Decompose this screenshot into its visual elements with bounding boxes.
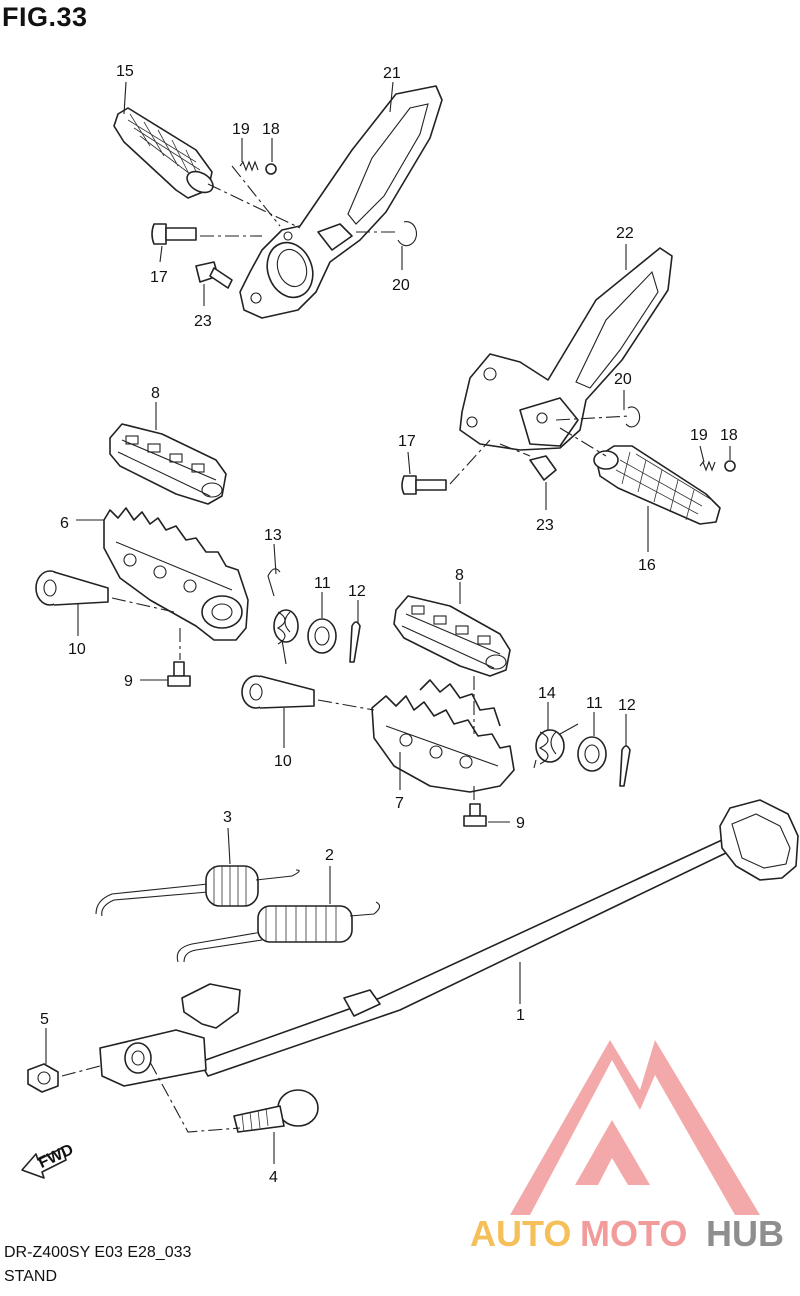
nut-5 bbox=[27, 1063, 59, 1093]
callout-labels: 15 21 19 18 17 23 20 22 20 19 18 17 23 1… bbox=[40, 63, 738, 1186]
callout-8: 8 bbox=[151, 385, 160, 402]
callout-22: 22 bbox=[616, 225, 634, 242]
cotter-pin-12-upper bbox=[349, 621, 361, 663]
pin-10-lower bbox=[241, 675, 315, 709]
side-stand-1 bbox=[99, 799, 799, 1087]
leader-lines bbox=[45, 81, 731, 1164]
footpeg-7 bbox=[371, 679, 515, 793]
watermark-part-auto: AUTO bbox=[470, 1213, 571, 1254]
callout-10: 10 bbox=[274, 753, 292, 770]
watermark-part-hub: HUB bbox=[706, 1213, 784, 1254]
callout-11: 11 bbox=[586, 695, 603, 712]
callout-14: 14 bbox=[538, 685, 556, 702]
callout-9: 9 bbox=[124, 673, 133, 690]
model-code: DR-Z400SY E03 E28_033 bbox=[4, 1244, 192, 1261]
bolt-4 bbox=[233, 1089, 319, 1133]
washer-11-upper bbox=[307, 618, 337, 654]
spring-3 bbox=[95, 865, 300, 917]
callout-18: 18 bbox=[720, 427, 738, 444]
pin-10-upper bbox=[35, 570, 109, 606]
callout-17: 17 bbox=[150, 269, 168, 286]
cotter-pin-12-lower bbox=[619, 745, 631, 787]
watermark-text: AUTO MOTO HUB bbox=[470, 1213, 784, 1254]
section-name: STAND bbox=[4, 1268, 58, 1285]
footpeg-pad-8-lower bbox=[393, 595, 511, 677]
callout-18: 18 bbox=[262, 121, 280, 138]
spring-13 bbox=[267, 568, 299, 665]
callout-23: 23 bbox=[194, 313, 212, 330]
callout-4: 4 bbox=[269, 1169, 278, 1186]
callout-13: 13 bbox=[264, 527, 282, 544]
callout-9: 9 bbox=[516, 815, 525, 832]
callout-10: 10 bbox=[68, 641, 86, 658]
callout-3: 3 bbox=[223, 809, 232, 826]
hardware-upper bbox=[151, 160, 736, 495]
callout-16: 16 bbox=[638, 557, 656, 574]
callout-12: 12 bbox=[348, 583, 366, 600]
fwd-arrow-icon: FWD bbox=[21, 1141, 76, 1179]
callout-12: 12 bbox=[618, 697, 636, 714]
watermark-part-moto: MOTO bbox=[580, 1213, 687, 1254]
callout-20: 20 bbox=[392, 277, 410, 294]
callout-17: 17 bbox=[398, 433, 416, 450]
washer-11-lower bbox=[577, 736, 607, 772]
callout-15: 15 bbox=[116, 63, 134, 80]
callout-6: 6 bbox=[60, 515, 69, 532]
footrest-bracket-21 bbox=[239, 85, 443, 319]
callout-7: 7 bbox=[395, 795, 404, 812]
footrest-16 bbox=[593, 445, 721, 525]
bolt-9-lower bbox=[463, 803, 487, 827]
footpeg-6 bbox=[103, 507, 249, 641]
callout-20: 20 bbox=[614, 371, 632, 388]
footrest-bracket-22 bbox=[459, 247, 673, 451]
bolt-9-upper bbox=[167, 661, 191, 687]
callout-1: 1 bbox=[516, 1007, 525, 1024]
callout-21: 21 bbox=[383, 65, 401, 82]
watermark-logo bbox=[510, 1040, 760, 1215]
callout-11: 11 bbox=[314, 575, 331, 592]
callout-8: 8 bbox=[455, 567, 464, 584]
callout-23: 23 bbox=[536, 517, 554, 534]
callout-19: 19 bbox=[690, 427, 708, 444]
callout-19: 19 bbox=[232, 121, 250, 138]
footpeg-pad-8-upper bbox=[109, 423, 227, 505]
callout-5: 5 bbox=[40, 1011, 49, 1028]
assembly-lines bbox=[61, 165, 631, 1133]
callout-2: 2 bbox=[325, 847, 334, 864]
spring-2 bbox=[176, 901, 381, 963]
fwd-label: FWD bbox=[36, 1141, 76, 1172]
figure-title: FIG.33 bbox=[2, 2, 88, 32]
spring-14 bbox=[533, 723, 579, 769]
footrest-15 bbox=[113, 107, 214, 199]
